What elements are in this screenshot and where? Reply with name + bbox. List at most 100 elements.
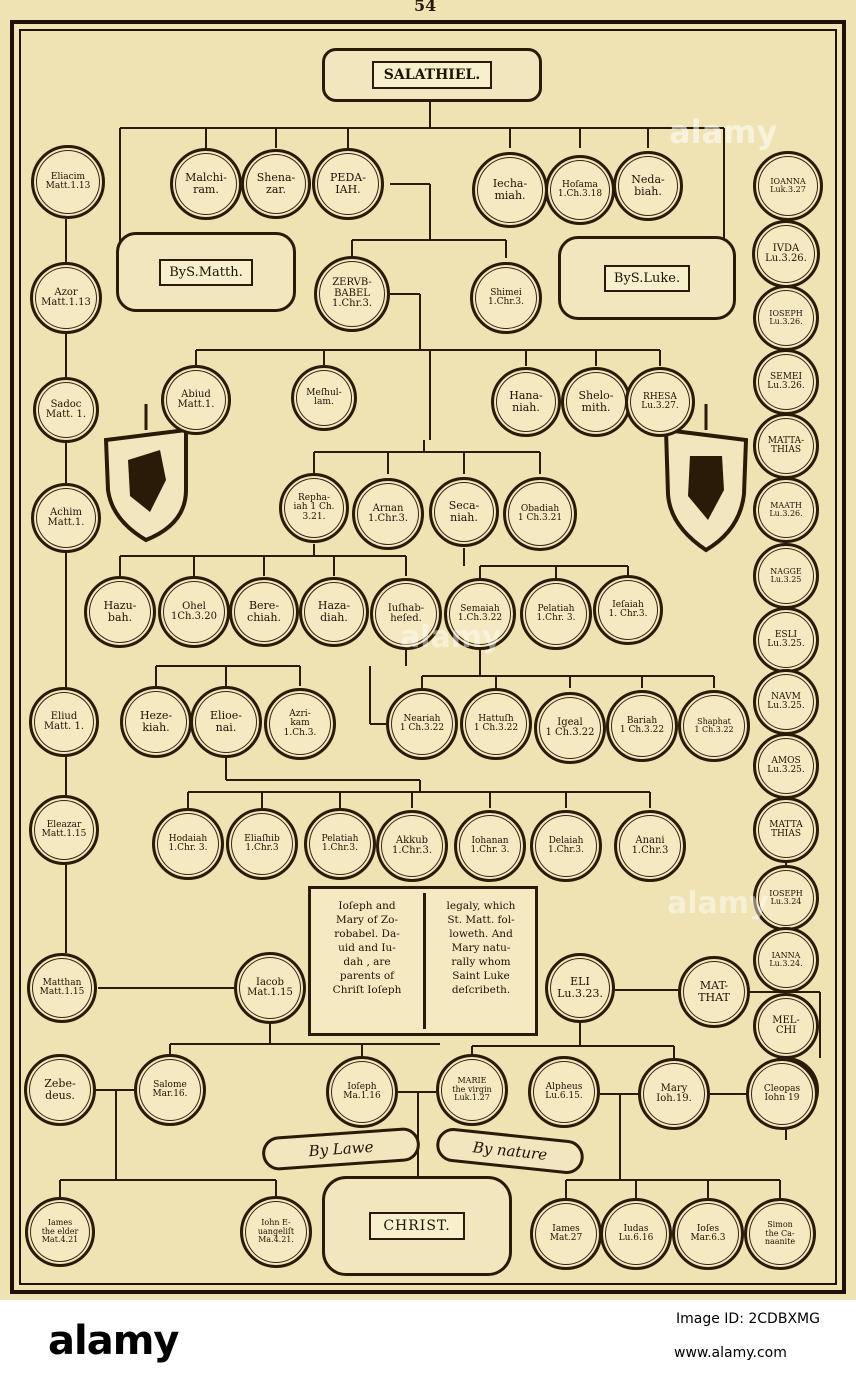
person-node-ohel: Ohel 1Ch.3.20 (158, 576, 230, 648)
person-node-akkub: Akkub 1.Chr.3. (376, 810, 448, 882)
person-node-hezekiah: Heze- kiah. (120, 686, 192, 758)
person-node-eliud: Eliud Matt. 1. (29, 687, 99, 757)
book-left-page: Ioſeph and Mary of Zo- robabel. Da- uid … (332, 900, 402, 996)
by-nature-label: By nature (471, 1138, 549, 1164)
person-node-mary: Mary Ioh.19. (638, 1058, 710, 1130)
stock-footer (0, 1300, 856, 1390)
person-node-neariah: Neariah 1 Ch.3.22 (386, 688, 458, 760)
person-node-ioses: Ioſes Mar.6.3 (672, 1198, 744, 1270)
person-node-ioseph1: IOSEPH Lu.3.26. (753, 285, 819, 351)
person-node-eliashib: Eliaſhib 1.Chr.3 (226, 808, 298, 880)
person-node-iuda: IVDA Lu.3.26. (752, 220, 820, 288)
book-spine (423, 893, 426, 1029)
person-node-hosama: Hoſama 1.Ch.3.18 (545, 155, 615, 225)
person-node-mattathias2: MATTA THIAS (753, 797, 819, 863)
person-node-zebedeus: Zebe- deus. (24, 1054, 96, 1126)
luke-label: ByS.Luke. (603, 264, 691, 292)
person-node-cleopas: Cleopas Iohn 19 (746, 1058, 818, 1130)
person-node-ianna: IANNA Lu.3.24. (753, 927, 819, 993)
person-node-alpheus: Alpheus Lu.6.15. (528, 1056, 600, 1128)
person-node-secaniah: Seca- niah. (429, 477, 499, 547)
person-node-anani: Anani 1.Chr.3 (614, 810, 686, 882)
luke-banner: ByS.Luke. (558, 236, 736, 320)
image-id-label: Image ID: 2CDBXMG (676, 1311, 820, 1327)
person-node-pelatiah1: Pelatiah 1.Chr. 3. (520, 578, 592, 650)
by-lawe-label: By Lawe (307, 1137, 374, 1161)
root-banner-salathiel: SALATHIEL. (322, 48, 542, 102)
person-node-simon: Simon the Ca- naanite (744, 1198, 816, 1270)
person-node-elioenai: Elioe- nai. (190, 686, 262, 758)
alamy-logo: alamy (48, 1318, 179, 1364)
person-node-hodaiah: Hodaiah 1.Chr. 3. (152, 808, 224, 880)
person-node-matthat: MAT- THAT (678, 956, 750, 1028)
person-node-rhesa: RHESA Lu.3.27. (625, 367, 695, 437)
person-node-achim: Achim Matt.1. (31, 483, 101, 553)
person-node-abiud: Abiud Matt.1. (161, 365, 231, 435)
person-node-iechamiah: Iecha- miah. (472, 152, 548, 228)
person-node-semei: SEMEI Lu.3.26. (753, 349, 819, 415)
person-node-hazubah: Hazu- bah. (84, 576, 156, 648)
person-node-iohanan: Iohanan 1.Chr. 3. (454, 810, 526, 882)
person-node-meshullam: Meſhul- lam. (291, 365, 357, 431)
open-book: Ioſeph and Mary of Zo- robabel. Da- uid … (308, 886, 538, 1036)
person-node-nagge: NAGGE Lu.3.25 (753, 543, 819, 609)
person-node-sadoc: Sadoc Matt. 1. (33, 377, 99, 443)
person-node-ioanna: IOANNA Luk.3.27 (753, 151, 823, 221)
person-node-nedabiah: Neda- biah. (613, 151, 683, 221)
person-node-melchi: MEL- CHI (753, 993, 819, 1059)
person-node-iushabhesed: Iuſhab- heſed. (370, 578, 442, 650)
person-node-iameselder: Iames the elder Mat.4.21 (25, 1197, 95, 1267)
matthew-shield-icon (103, 404, 188, 543)
person-node-rephaiah: Repha- iah 1 Ch. 3.21. (279, 473, 349, 543)
person-node-shenazar: Shena- zar. (241, 149, 311, 219)
watermark-logo: alamy (669, 113, 778, 151)
person-node-hananiah: Hana- niah. (491, 367, 561, 437)
person-node-hattush: Hattuſh 1 Ch.3.22 (460, 688, 532, 760)
person-node-matthan: Matthan Matt.1.15 (27, 953, 97, 1023)
person-node-ioseph3: Ioſeph Ma.1.16 (326, 1056, 398, 1128)
person-node-amos: AMOS Lu.3.25. (753, 733, 819, 799)
person-node-iudas: Iudas Lu.6.16 (600, 1198, 672, 1270)
person-node-shaphat: Shaphat 1 Ch.3.22 (678, 690, 750, 762)
person-node-eliacim: Eliacim Matt.1.13 (31, 145, 105, 219)
person-node-iames: Iames Mat.27 (530, 1198, 602, 1270)
root-label: SALATHIEL. (371, 61, 493, 89)
matthew-banner: ByS.Matth. (116, 232, 296, 312)
book-right-page: legaly, which St. Matt. fol- loweth. And… (446, 900, 516, 996)
person-node-malchiram: Malchi- ram. (170, 148, 242, 220)
person-node-semaiah: Semaiah 1.Ch.3.22 (444, 578, 516, 650)
person-node-iohnevangelist: Iohn E- uangeliſt Ma.4.21. (240, 1196, 312, 1268)
matthew-label: ByS.Matth. (159, 258, 253, 286)
person-node-pedaiah: PEDA- IAH. (312, 148, 384, 220)
person-node-maath: MAATH Lu.3.26. (753, 477, 819, 543)
luke-shield-icon (663, 404, 749, 553)
person-node-azor: Azor Matt.1.13 (30, 262, 102, 334)
person-node-iacob: Iacob Mat.1.15 (234, 952, 306, 1024)
person-node-azrikam: Azri- kam 1.Ch.3. (264, 688, 336, 760)
person-node-pelatiah2: Pelatiah 1.Chr.3. (304, 808, 376, 880)
person-node-shelomith: Shelo- mith. (561, 367, 631, 437)
person-node-hazadiah: Haza- diah. (299, 577, 369, 647)
person-node-zerubabel: ZERVB- BABEL 1.Chr.3. (314, 256, 390, 332)
christ-label: CHRIST. (369, 1212, 465, 1240)
person-node-bariah: Bariah 1 Ch.3.22 (606, 690, 678, 762)
person-node-delaiah: Delaiah 1.Chr.3. (530, 810, 602, 882)
page-number: 54 (414, 0, 437, 15)
stock-url-label: www.alamy.com (674, 1345, 787, 1361)
person-node-obadiah: Obadiah 1 Ch.3.21 (503, 477, 577, 551)
person-node-iesaiah: Ieſaiah 1. Chr.3. (593, 575, 663, 645)
watermark-logo-3: alamy (667, 886, 769, 921)
person-node-igeal: Igeal 1 Ch.3.22 (534, 692, 606, 764)
watermark-logo-2: alamy (400, 620, 502, 655)
person-node-mattathias1: MATTA- THIAS (753, 413, 819, 479)
person-node-shimei: Shimei 1.Chr.3. (470, 262, 542, 334)
christ-banner: CHRIST. (322, 1176, 512, 1276)
person-node-eli: ELI Lu.3.23. (545, 953, 615, 1023)
person-node-esli: ESLI Lu.3.25. (753, 607, 819, 673)
person-node-salome: Salome Mar.16. (134, 1054, 206, 1126)
person-node-arnan: Arnan 1.Chr.3. (352, 478, 424, 550)
person-node-naum: NAVM Lu.3.25. (753, 669, 819, 735)
person-node-marie: MARIE the virgin Luk.1.27 (436, 1054, 508, 1126)
person-node-eleazar: Eleazar Matt.1.15 (29, 795, 99, 865)
person-node-berechiah: Bere- chiah. (229, 577, 299, 647)
